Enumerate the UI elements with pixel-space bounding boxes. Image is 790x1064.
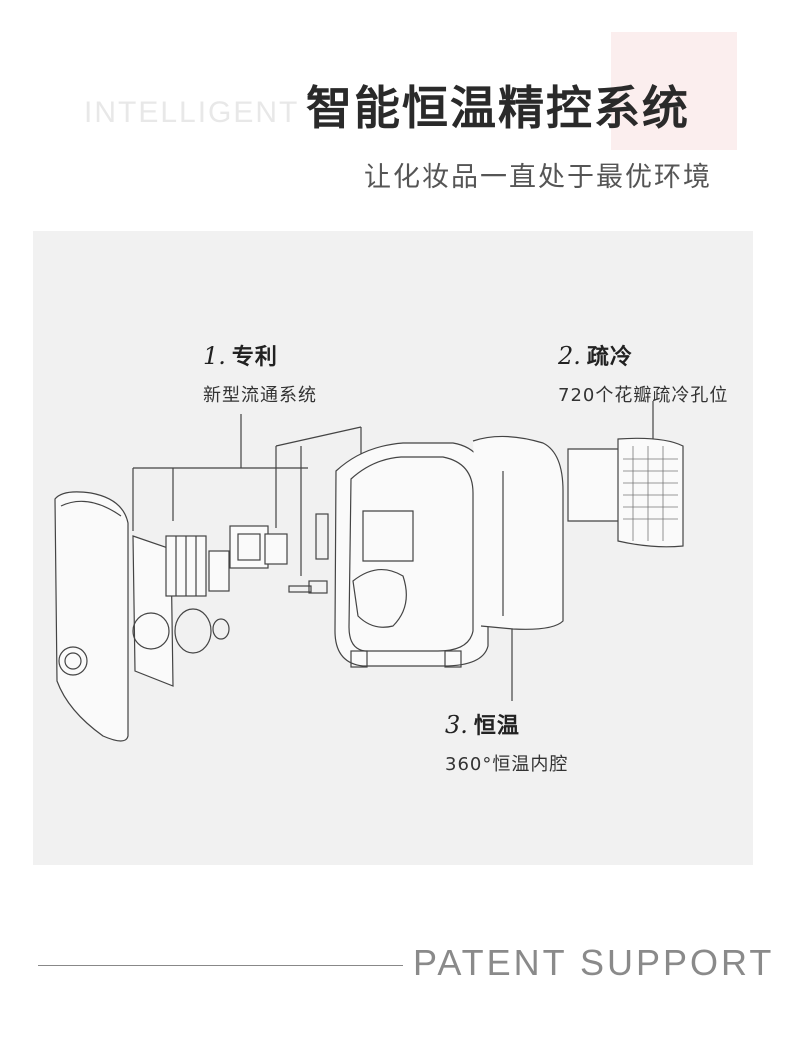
callout-title: 专利	[231, 345, 278, 370]
footer-heading: PATENT SUPPORT	[413, 942, 775, 983]
callout-constant-temp: 3.恒温 360°恒温内腔	[445, 708, 568, 776]
exploded-view-illustration	[54, 401, 684, 742]
callout-number: 3.	[445, 711, 468, 739]
callout-description: 新型流通系统	[203, 385, 317, 406]
callout-description: 360°恒温内腔	[445, 754, 569, 775]
page-title: 智能恒温精控系统	[306, 81, 690, 135]
footer-divider	[38, 965, 403, 966]
callout-number: 2.	[558, 342, 581, 370]
callout-title: 恒温	[473, 714, 520, 739]
callout-number: 1.	[203, 342, 226, 370]
callout-cooling: 2.疏冷 720个花瓣疏冷孔位	[558, 339, 728, 407]
accent-block	[611, 32, 737, 150]
page-subtitle: 让化妆品一直处于最优环境	[364, 162, 712, 193]
background-word: INTELLIGENT	[84, 96, 300, 129]
exploded-diagram-panel: 1.专利 新型流通系统 2.疏冷 720个花瓣疏冷孔位 3.恒温 360°恒温内…	[33, 231, 753, 865]
callout-title: 疏冷	[586, 345, 633, 370]
callout-patent: 1.专利 新型流通系统	[203, 339, 317, 407]
callout-description: 720个花瓣疏冷孔位	[558, 385, 729, 406]
